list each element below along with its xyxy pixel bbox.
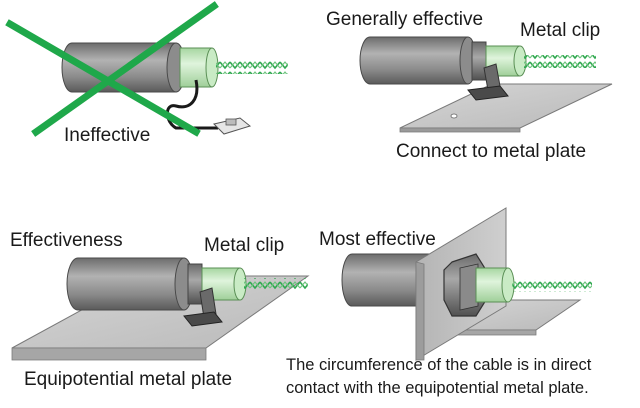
cable-braid	[216, 60, 288, 74]
label-metal-clip-top: Metal clip	[520, 20, 601, 41]
cable-connector	[61, 42, 288, 93]
drain-wire	[165, 79, 252, 135]
label-generally-effective: Generally effective	[326, 9, 484, 30]
panel-effectiveness	[11, 257, 310, 361]
cable-connector	[66, 257, 308, 311]
note-line-1: The circumference of the cable is in dir…	[286, 356, 592, 374]
cable-braid	[244, 278, 308, 291]
cable-body	[341, 253, 431, 307]
label-ineffective: Ineffective	[64, 125, 151, 146]
label-metal-clip-bottom: Metal clip	[204, 235, 285, 256]
cable-connector	[475, 267, 592, 303]
label-most-effective: Most effective	[319, 229, 436, 250]
cable-connector	[359, 36, 596, 85]
panel-most-effective	[341, 207, 592, 361]
label-effectiveness: Effectiveness	[10, 230, 123, 251]
metal-clip-icon	[183, 287, 223, 327]
metal-clip-icon	[467, 63, 509, 101]
cable-braid	[512, 279, 592, 292]
note-line-2: contact with the equipotential metal pla…	[286, 379, 589, 397]
cable-braid	[524, 55, 596, 68]
cross-mark-icon	[5, 1, 219, 137]
panel-generally-effective	[359, 36, 613, 133]
label-connect-metal-plate: Connect to metal plate	[396, 141, 587, 162]
panel-ineffective	[5, 1, 288, 137]
metal-plate	[399, 83, 613, 129]
label-equipotential-plate: Equipotential metal plate	[24, 369, 233, 390]
